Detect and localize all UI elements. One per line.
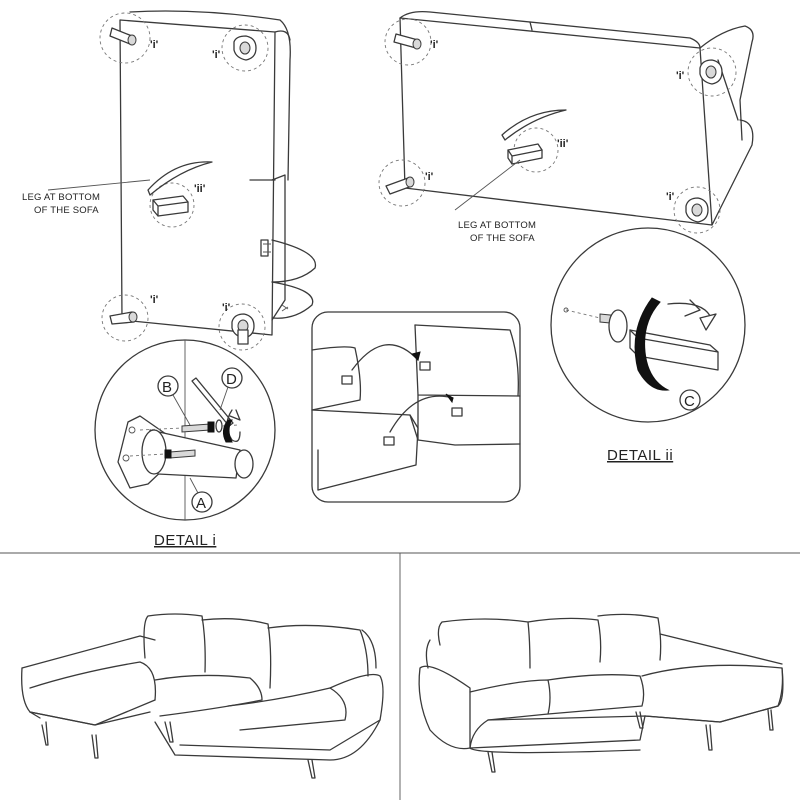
- detail-ii-illustration: [550, 227, 746, 423]
- left-sofa-upright: [119, 10, 317, 336]
- left-sofa-legs: [47, 12, 269, 351]
- part-d-label: D: [226, 371, 237, 388]
- part-c-marker: [679, 389, 701, 411]
- leg-mark-ii-left: 'ii': [194, 183, 206, 195]
- assembled-sofa-right-chaise: [418, 613, 784, 773]
- detail-i-title: DETAIL i: [154, 532, 216, 549]
- assembled-sofa-left-chaise: [21, 613, 384, 779]
- right-sofa-bottom: [399, 10, 754, 226]
- detail-i-labels: B D A DETAIL i: [154, 367, 243, 549]
- right-sofa-legs: [378, 18, 737, 234]
- part-b-marker: [157, 375, 179, 397]
- left-sofa-labels: 'i' 'i' 'i' 'i' 'ii' LEG AT BOTTOM OF TH…: [22, 39, 231, 314]
- leg-mark-i-6: 'i': [676, 70, 685, 82]
- leg-mark-i-5: 'i': [430, 39, 439, 51]
- part-a-label: A: [196, 495, 206, 512]
- part-c-label: C: [684, 393, 695, 410]
- right-sofa-labels: 'i' 'i' 'i' 'i' 'ii' LEG AT BOTTOM OF TH…: [425, 39, 685, 244]
- leg-note-right-line2: OF THE SOFA: [470, 233, 535, 244]
- detail-ii-labels: C DETAIL ii: [607, 389, 701, 464]
- part-d-marker: [221, 367, 243, 389]
- leg-mark-i-4: 'i': [222, 302, 231, 314]
- bracket-connection-panel: [311, 311, 521, 503]
- leg-mark-ii-right: 'ii': [557, 138, 569, 150]
- leg-mark-i-8: 'i': [666, 191, 675, 203]
- detail-i-illustration: [94, 339, 276, 521]
- leg-note-left-line2: OF THE SOFA: [34, 205, 99, 216]
- part-a-marker: [191, 491, 213, 513]
- leg-mark-i-1: 'i': [150, 39, 159, 51]
- leg-mark-i-3: 'i': [150, 294, 159, 306]
- leg-mark-i-2: 'i': [212, 49, 221, 61]
- leg-mark-i-7: 'i': [425, 171, 434, 183]
- leg-note-left-line1: LEG AT BOTTOM: [22, 192, 100, 203]
- part-b-label: B: [162, 379, 172, 396]
- leg-note-right-line1: LEG AT BOTTOM: [458, 220, 536, 231]
- panel-dividers: [0, 552, 800, 800]
- detail-ii-title: DETAIL ii: [607, 447, 673, 464]
